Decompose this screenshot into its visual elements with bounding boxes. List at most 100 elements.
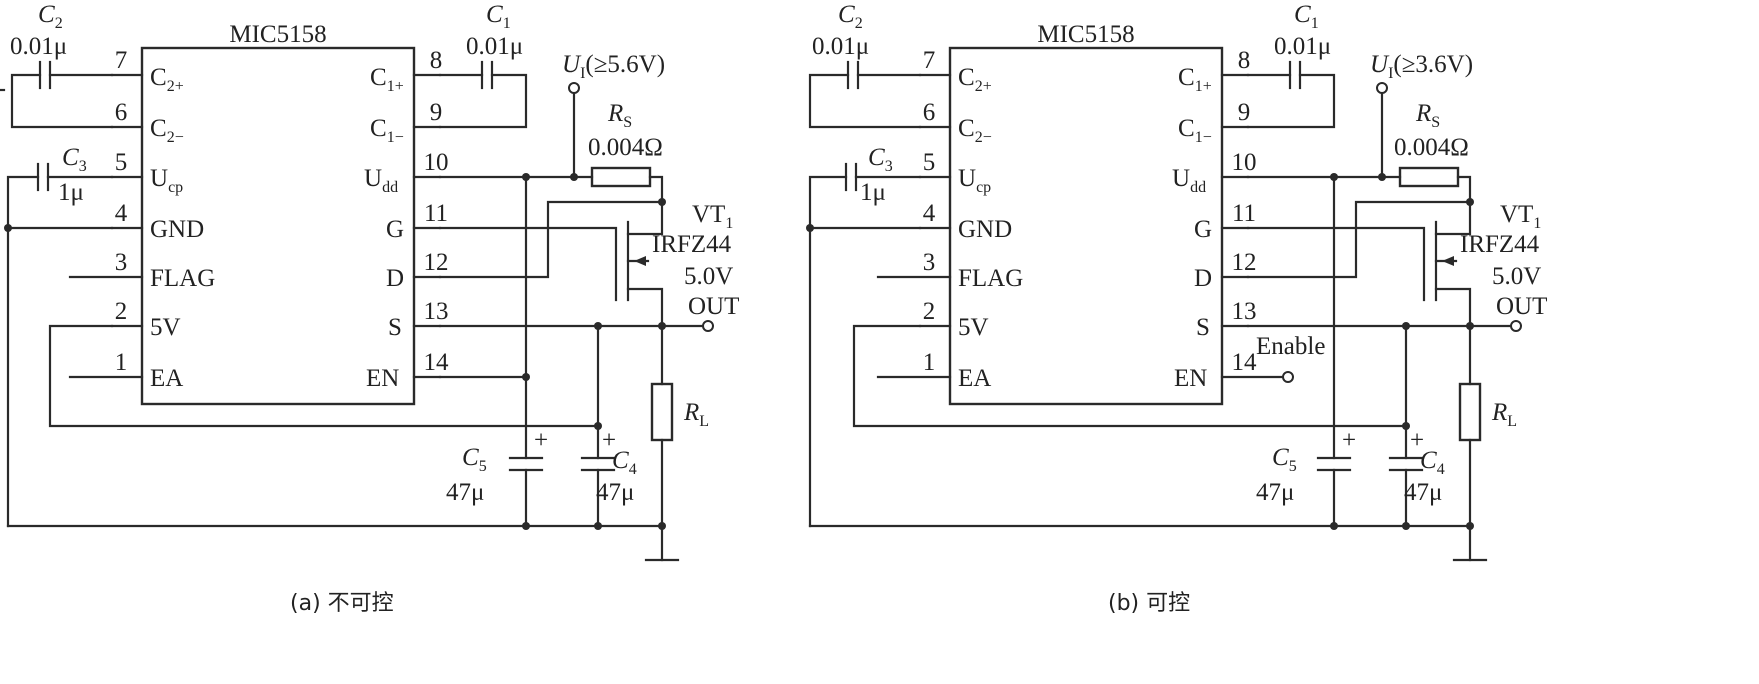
pin-label: EN bbox=[366, 365, 399, 392]
c4-value: 47μ bbox=[596, 479, 634, 506]
pin-label: C2+ bbox=[150, 64, 184, 95]
pin-num: 8 bbox=[1238, 47, 1251, 74]
capacitor-c3: C3 1μ bbox=[6, 144, 114, 528]
pin-num: 11 bbox=[1232, 200, 1256, 227]
five-volt-wire bbox=[852, 324, 1408, 428]
rl-name: RL bbox=[1491, 399, 1517, 430]
junction-dot bbox=[4, 224, 12, 232]
c1-name: C1 bbox=[486, 1, 511, 32]
c2-name: C2 bbox=[38, 1, 63, 32]
right-pin-labels: 8 C1+ 9 C1− 10 Udd 11 G 12 D 13 S 14 EN bbox=[364, 47, 449, 392]
capacitor-c2: C2 0.01μ bbox=[808, 1, 922, 129]
c5-name: C5 bbox=[1272, 444, 1297, 475]
pin-label: C1− bbox=[370, 115, 404, 146]
c3-value: 1μ bbox=[860, 179, 886, 206]
out-label: OUT bbox=[1496, 293, 1547, 320]
vt-name: VT1 bbox=[1500, 201, 1541, 232]
output-network: 5.0V OUT bbox=[1246, 263, 1547, 332]
right-pin-stubs bbox=[1220, 73, 1250, 328]
pin-num: 10 bbox=[1232, 149, 1257, 176]
output-terminal bbox=[1510, 320, 1522, 332]
pin-label: 5V bbox=[958, 314, 989, 341]
enable-label: Enable bbox=[1256, 333, 1325, 360]
pin-label: C2+ bbox=[958, 64, 992, 95]
supply-network: UI(≥5.6V) RS 0.004Ω bbox=[438, 51, 665, 204]
pin-label: EA bbox=[150, 365, 183, 392]
pin-label: S bbox=[388, 314, 402, 341]
capacitor-c1: C1 0.01μ bbox=[438, 1, 528, 129]
ground-bus bbox=[6, 522, 680, 562]
input-terminal bbox=[1376, 82, 1388, 94]
pin-num: 14 bbox=[1232, 349, 1258, 376]
pin-label: G bbox=[386, 216, 404, 243]
c3-value: 1μ bbox=[58, 179, 84, 206]
pin-label: Udd bbox=[364, 165, 398, 196]
pin-label: S bbox=[1196, 314, 1210, 341]
capacitor-c4: + C4 47μ bbox=[1388, 324, 1445, 528]
pin-label: EN bbox=[1174, 365, 1207, 392]
c4-value: 47μ bbox=[1404, 479, 1442, 506]
pin-num: 6 bbox=[115, 99, 128, 126]
input-label: UI(≥3.6V) bbox=[1370, 51, 1473, 82]
enable-input: Enable bbox=[1220, 333, 1325, 383]
pin-label: C1+ bbox=[370, 64, 404, 95]
output-terminal bbox=[702, 320, 714, 332]
pin-label: Ucp bbox=[150, 165, 183, 196]
pin-num: 2 bbox=[115, 298, 128, 325]
resistor-rl: RL bbox=[1458, 324, 1517, 528]
pin-label: C2− bbox=[150, 115, 184, 146]
pin-label: C1− bbox=[1178, 115, 1212, 146]
pin-num: 13 bbox=[424, 298, 449, 325]
pin-num: 11 bbox=[424, 200, 448, 227]
ic-body bbox=[948, 46, 1224, 406]
out-label: OUT bbox=[688, 293, 739, 320]
pin-label: C2− bbox=[958, 115, 992, 146]
vt-name: VT1 bbox=[692, 201, 733, 232]
c1-value: 0.01μ bbox=[466, 33, 523, 60]
c4-name: C4 bbox=[1420, 447, 1445, 478]
c1-value: 0.01μ bbox=[1274, 33, 1331, 60]
capacitor-c5: + C5 47μ bbox=[446, 175, 548, 528]
capacitor-c5: + C5 47μ bbox=[1256, 175, 1356, 528]
rs-name: RS bbox=[1415, 100, 1440, 131]
rs-value: 0.004Ω bbox=[588, 134, 663, 161]
c2-value: 0.01μ bbox=[812, 33, 869, 60]
c4-plus: + bbox=[1410, 427, 1424, 454]
capacitor-c4: + C4 47μ bbox=[580, 324, 637, 528]
pin-num: 1 bbox=[115, 349, 128, 376]
resistor-rs bbox=[1398, 166, 1460, 188]
c4-name: C4 bbox=[612, 447, 637, 478]
ic-name: MIC5158 bbox=[229, 21, 326, 48]
pin-num: 14 bbox=[424, 349, 450, 376]
pin-num: 9 bbox=[1238, 99, 1251, 126]
pin-num: 3 bbox=[115, 249, 128, 276]
input-terminal bbox=[568, 82, 580, 94]
pin-num: 2 bbox=[923, 298, 936, 325]
rs-name: RS bbox=[607, 100, 632, 131]
pin-num: 12 bbox=[424, 249, 449, 276]
vt-part: IRFZ44 bbox=[1460, 231, 1540, 258]
left-pin-stubs bbox=[68, 73, 144, 379]
junction-dot bbox=[594, 422, 602, 430]
capacitor-c1: C1 0.01μ bbox=[1246, 1, 1336, 129]
pin-num: 3 bbox=[923, 249, 936, 276]
pin-label: C1+ bbox=[1178, 64, 1212, 95]
c5-plus: + bbox=[1342, 427, 1356, 454]
pin-num: 5 bbox=[923, 149, 936, 176]
vt-part: IRFZ44 bbox=[652, 231, 732, 258]
resistor-rl: RL bbox=[650, 324, 709, 528]
supply-network: UI(≥3.6V) RS 0.004Ω bbox=[1246, 51, 1473, 204]
ic-name: MIC5158 bbox=[1037, 21, 1134, 48]
resistor-rs bbox=[590, 166, 652, 188]
circuit-b: MIC5158 7 C2+ 6 C2− 5 Ucp 4 GND bbox=[806, 1, 1547, 616]
left-pin-labels: 7 C2+ 6 C2− 5 Ucp 4 GND 3 FLAG 2 5V 1 EA bbox=[115, 47, 216, 392]
out-voltage: 5.0V bbox=[1492, 263, 1541, 290]
mosfet-vt1: VT1 IRFZ44 bbox=[1246, 198, 1541, 328]
c5-name: C5 bbox=[462, 444, 487, 475]
ic-body bbox=[140, 46, 416, 406]
pin-label: Udd bbox=[1172, 165, 1206, 196]
pin-label: EA bbox=[958, 365, 991, 392]
input-label: UI(≥5.6V) bbox=[562, 51, 665, 82]
left-pin-stubs bbox=[876, 73, 952, 379]
